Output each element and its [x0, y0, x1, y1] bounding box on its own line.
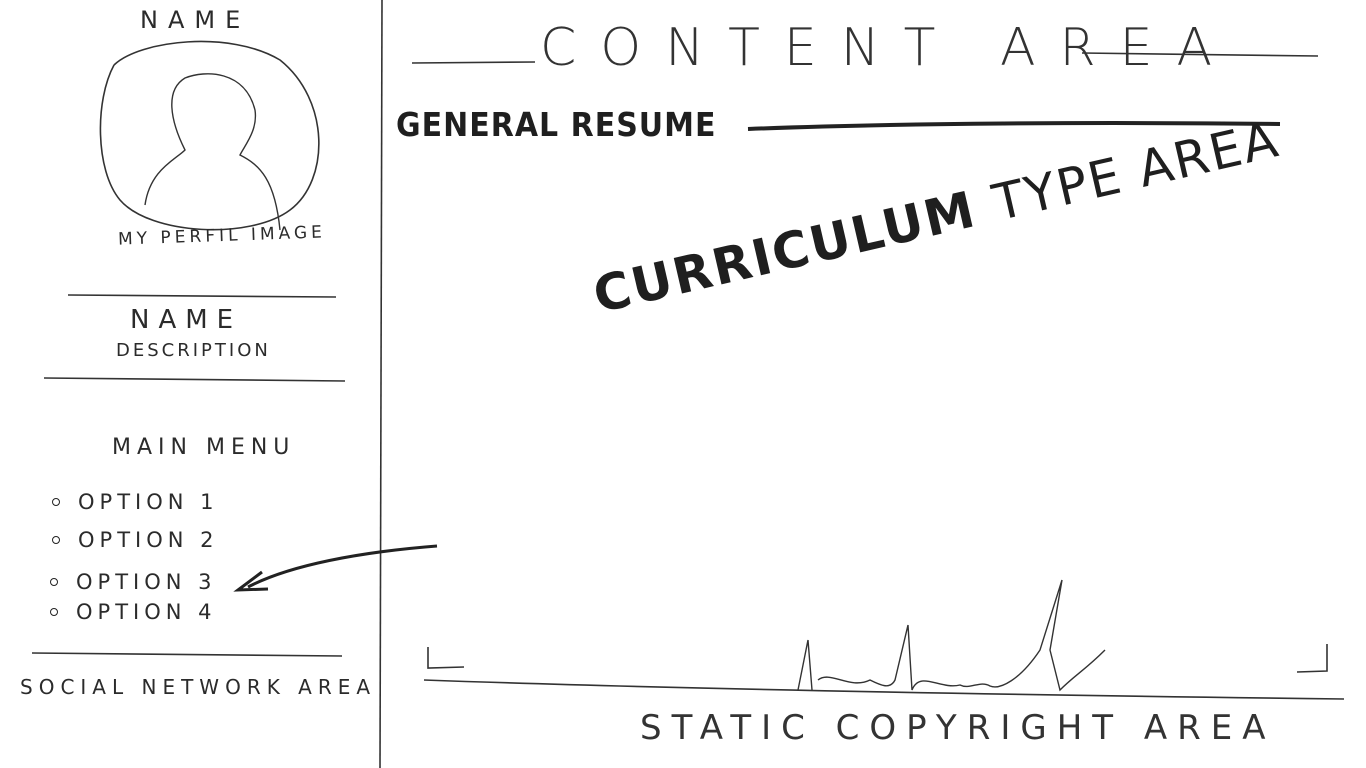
menu-item-option-2[interactable]: OPTION 2 [52, 528, 219, 552]
main-menu-title: MAIN MENU [112, 435, 296, 460]
profile-description: DESCRIPTION [116, 340, 271, 361]
menu-item-label: OPTION 3 [76, 570, 217, 594]
menu-item-label: OPTION 4 [76, 600, 217, 624]
menu-item-option-3[interactable]: OPTION 3 [50, 570, 217, 594]
bullet-icon [50, 608, 58, 616]
bullet-icon [52, 498, 60, 506]
social-network-area[interactable]: SOCIAL NETWORK AREA [20, 675, 377, 699]
sidebar-title: NAME [140, 6, 251, 34]
bullet-icon [50, 578, 58, 586]
menu-item-option-1[interactable]: OPTION 1 [52, 490, 219, 514]
menu-item-option-4[interactable]: OPTION 4 [50, 600, 217, 624]
menu-item-label: OPTION 2 [78, 528, 219, 552]
copyright-area: STATIC COPYRIGHT AREA [640, 708, 1276, 748]
signature-icon [797, 579, 1106, 692]
content-area-title: CONTENT AREA [540, 18, 1237, 78]
section-heading: GENERAL RESUME [396, 106, 717, 145]
profile-name: NAME [130, 305, 243, 335]
avatar-icon [99, 40, 320, 231]
menu-item-label: OPTION 1 [78, 490, 219, 514]
avatar[interactable] [95, 40, 335, 230]
bullet-icon [52, 536, 60, 544]
